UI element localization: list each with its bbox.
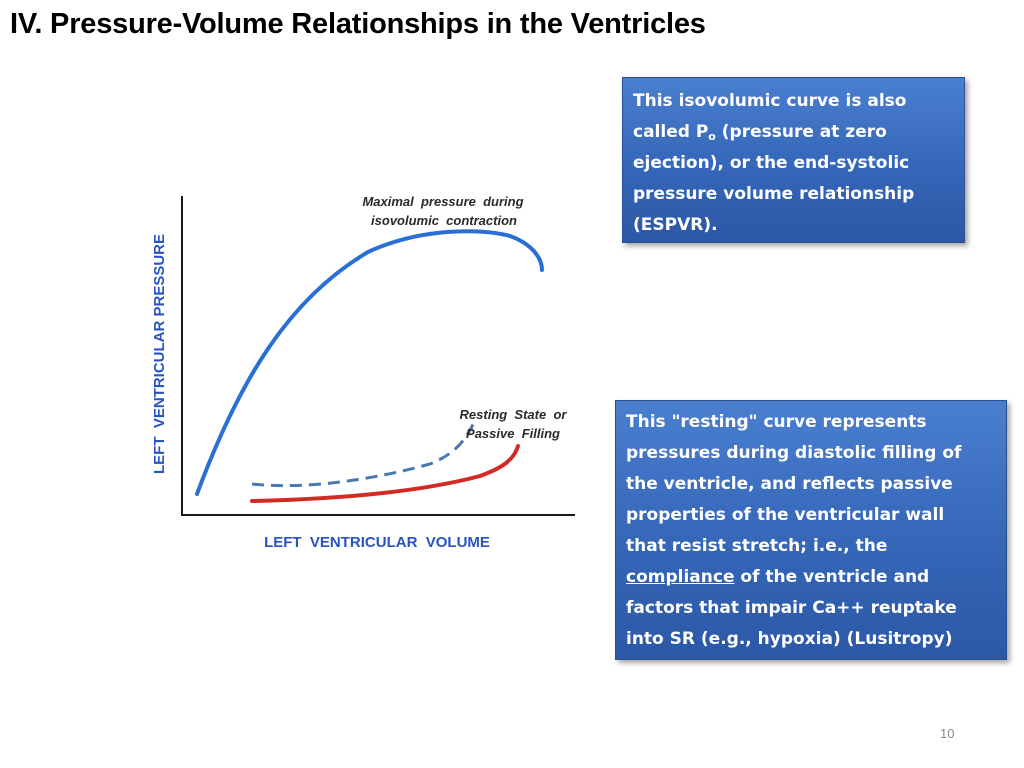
- espvr-callout-line2: called Po (pressure at zero: [633, 117, 954, 148]
- resting-callout-line8: into SR (e.g., hypoxia) (Lusitropy): [626, 629, 953, 649]
- espvr-callout-line3: ejection), or the end-systolic: [633, 153, 910, 173]
- resting-callout-line1: This "resting" curve represents: [626, 412, 927, 432]
- x-axis-label: LEFT VENTRICULAR VOLUME: [264, 534, 490, 551]
- resting-callout-line5: that resist stretch; i.e., the: [626, 536, 888, 556]
- resting-curve-label-line2: Passive Filling: [466, 426, 560, 441]
- resting-callout-line7: factors that impair Ca++ reuptake: [626, 598, 957, 618]
- dashed-curve: [251, 419, 477, 488]
- espvr-callout: This isovolumic curve is also called Po …: [622, 77, 965, 243]
- slide-number: 10: [940, 726, 955, 741]
- pressure-volume-diagram: LEFT VENTRICULAR PRESSURE LEFT VENTRICUL…: [140, 178, 580, 568]
- resting-curve-label-line1: Resting State or: [460, 407, 568, 422]
- isovolumic-curve: [195, 229, 544, 496]
- espvr-callout-line4: pressure volume relationship: [633, 184, 915, 204]
- resting-curve: [250, 444, 520, 503]
- espvr-subscript: o: [708, 130, 716, 143]
- resting-callout-line3: the ventricle, and reflects passive: [626, 474, 953, 494]
- espvr-line2-rest: (pressure at zero: [715, 122, 887, 142]
- resting-callout-line4: properties of the ventricular wall: [626, 505, 945, 525]
- isovolumic-curve-label-line1: Maximal pressure during: [362, 194, 523, 209]
- resting-callout-line2: pressures during diastolic filling of: [626, 443, 962, 463]
- compliance-link[interactable]: compliance: [626, 567, 735, 587]
- espvr-callout-line5: (ESPVR).: [633, 215, 718, 235]
- slide-title: IV. Pressure-Volume Relationships in the…: [10, 8, 706, 40]
- espvr-callout-line1: This isovolumic curve is also: [633, 91, 907, 111]
- pv-diagram-svg: LEFT VENTRICULAR PRESSURE LEFT VENTRICUL…: [151, 194, 575, 551]
- resting-callout-line6: compliance of the ventricle and: [626, 562, 996, 593]
- resting-curve-callout: This "resting" curve represents pressure…: [615, 400, 1007, 660]
- y-axis-label: LEFT VENTRICULAR PRESSURE: [151, 234, 168, 474]
- resting-line6-rest: of the ventricle and: [734, 567, 930, 587]
- isovolumic-curve-label-line2: isovolumic contraction: [371, 213, 517, 228]
- espvr-line2-text: called P: [633, 122, 709, 142]
